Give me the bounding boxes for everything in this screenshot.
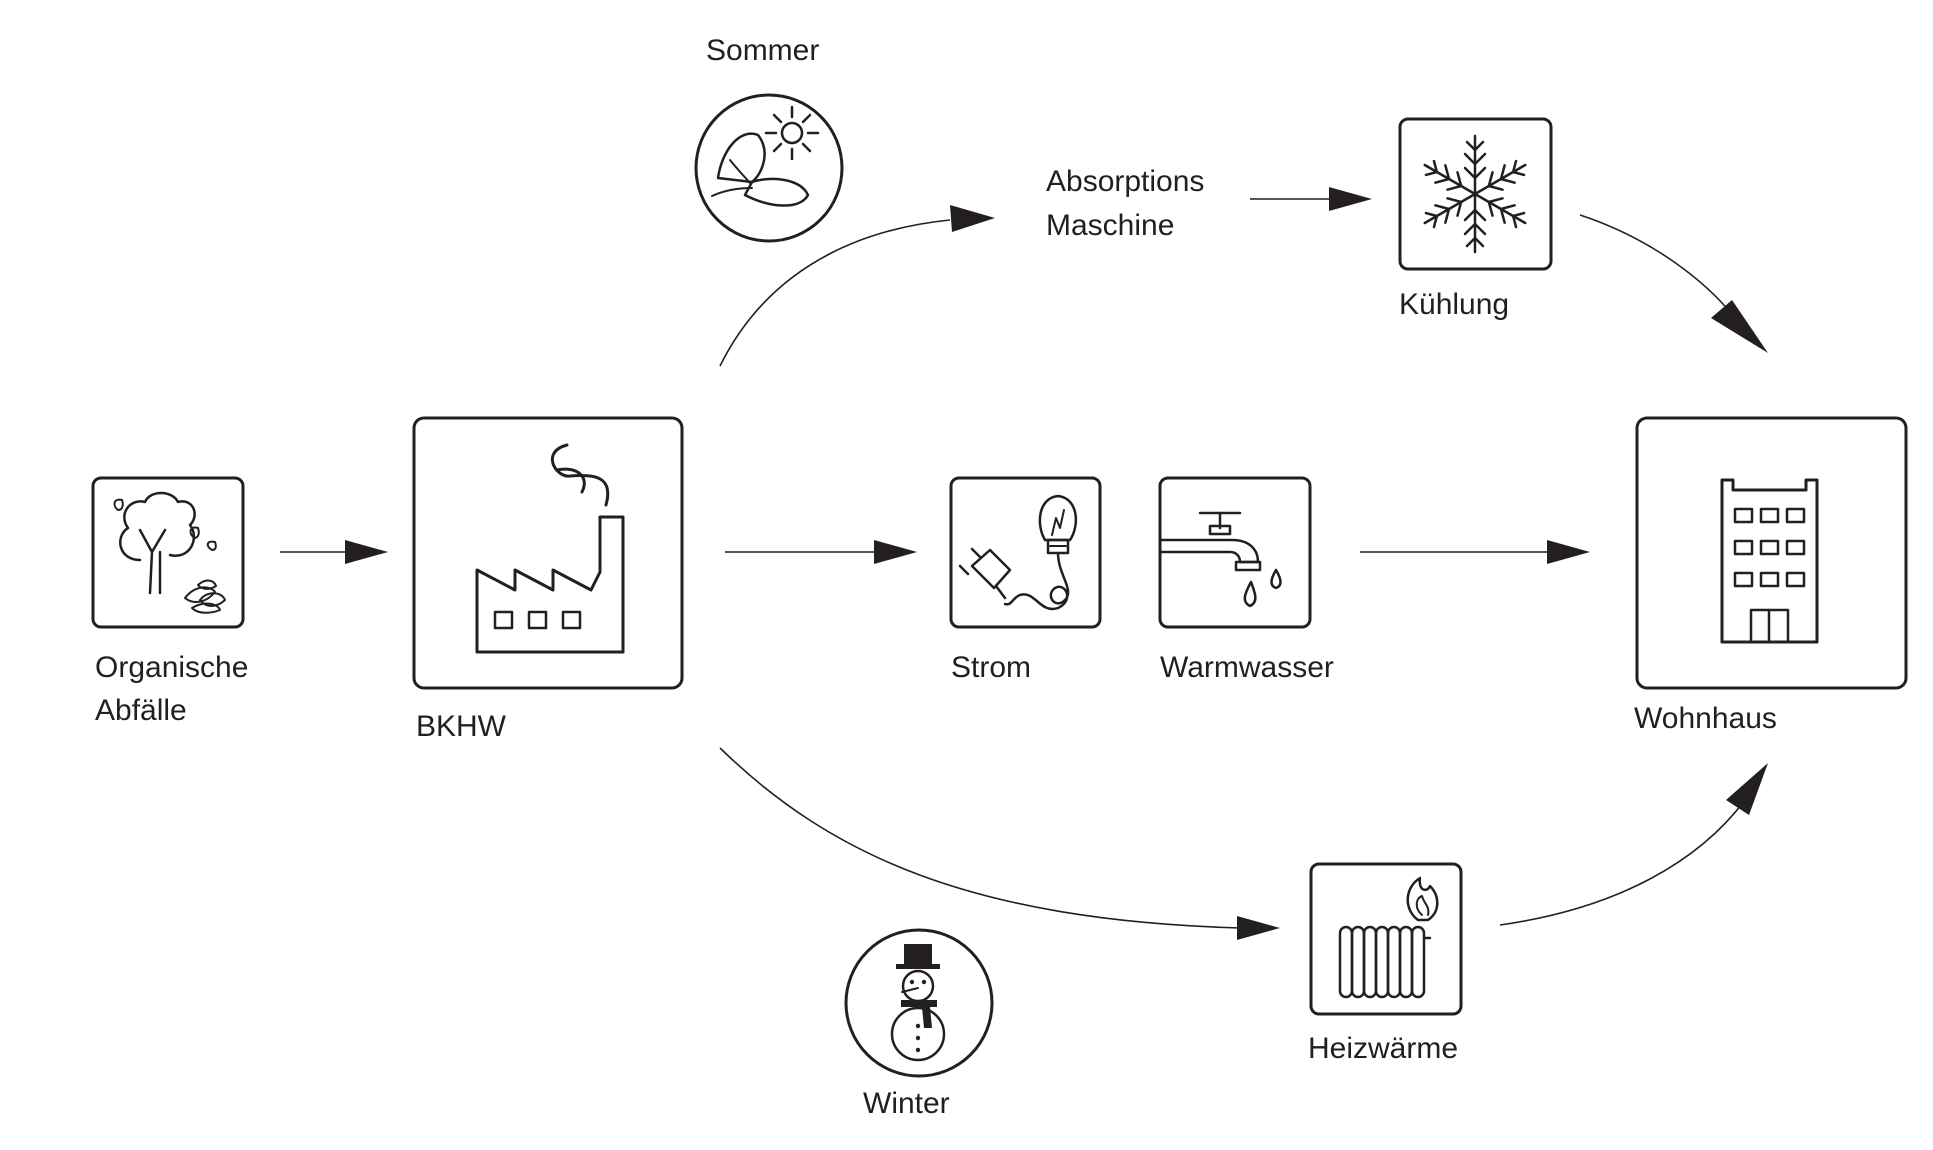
snowman-icon xyxy=(844,928,994,1078)
apartment-building-icon xyxy=(1720,478,1819,644)
snowflake-icon xyxy=(1418,134,1532,254)
arrow-bkhw-to-strom xyxy=(725,540,917,564)
arrow-heizwaerme-to-wohnhaus xyxy=(1499,763,1768,926)
absorption-label-line-1: Absorptions xyxy=(1046,165,1204,198)
wohnhaus-label: Wohnhaus xyxy=(1634,702,1777,735)
arrow-organic-to-bkhw xyxy=(280,540,388,564)
tree-leaves-icon xyxy=(113,491,226,614)
organic-label-line-2: Abfälle xyxy=(95,694,187,727)
season-summer: Sommer xyxy=(694,34,844,243)
season-winter: Winter xyxy=(844,928,994,1120)
factory-icon xyxy=(475,443,625,654)
warmwasser-label: Warmwasser xyxy=(1160,651,1334,684)
node-warmwasser: Warmwasser xyxy=(1158,476,1334,684)
radiator-flame-icon xyxy=(1338,876,1439,999)
bkhw-label: BKHW xyxy=(416,710,507,743)
node-kuehlung: Kühlung xyxy=(1398,117,1553,321)
arrow-kuehlung-to-wohnhaus xyxy=(1579,214,1768,353)
arrow-bkhw-to-heizwaerme xyxy=(719,747,1280,940)
node-bkhw: BKHW xyxy=(412,416,684,743)
node-strom: Strom xyxy=(949,476,1102,684)
water-tap-icon xyxy=(1159,511,1282,608)
arrow-warmwasser-to-wohnhaus xyxy=(1360,540,1590,564)
kuehlung-label: Kühlung xyxy=(1399,288,1509,321)
arrow-absorption-to-kuehlung xyxy=(1250,187,1372,211)
winter-label: Winter xyxy=(863,1087,950,1120)
heizwaerme-label: Heizwärme xyxy=(1308,1032,1458,1065)
node-wohnhaus: Wohnhaus xyxy=(1634,416,1908,735)
sun-butterfly-icon xyxy=(694,93,844,243)
arrow-bkhw-to-absorption xyxy=(719,205,995,367)
plug-bulb-icon xyxy=(958,494,1078,611)
organic-label: Organische Abfälle xyxy=(95,651,257,727)
node-organic-waste: Organische Abfälle xyxy=(91,476,257,727)
strom-label: Strom xyxy=(951,651,1031,684)
summer-label: Sommer xyxy=(706,34,819,67)
absorption-label: Absorptions Maschine xyxy=(1046,165,1213,242)
node-heizwaerme: Heizwärme xyxy=(1308,862,1463,1065)
absorption-label-line-2: Maschine xyxy=(1046,209,1174,242)
organic-label-line-1: Organische xyxy=(95,651,248,684)
node-absorption-machine: Absorptions Maschine xyxy=(1046,165,1213,242)
